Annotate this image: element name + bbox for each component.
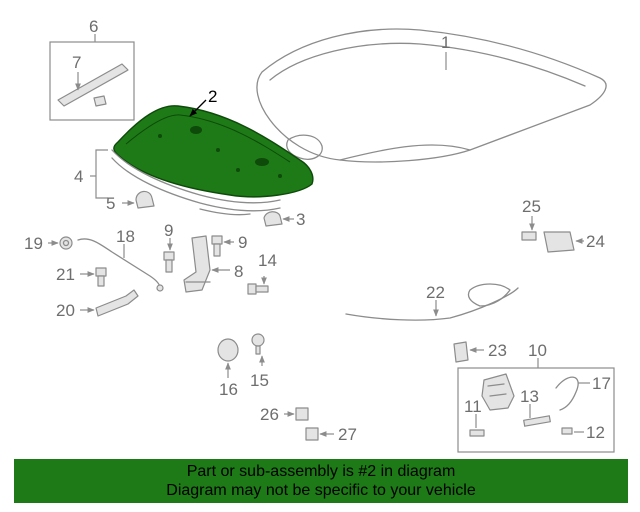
part-20-bracket[interactable] [95,289,139,317]
part-12-clip[interactable] [561,427,573,435]
part-21-bolt[interactable] [95,267,107,287]
callout-15: 15 [250,371,269,390]
callout-6: 6 [89,17,98,36]
callout-4: 4 [74,167,83,186]
part-14-bolt[interactable] [247,283,269,295]
callout-16: 16 [219,380,238,399]
part-24-striker[interactable] [543,231,575,253]
callout-7: 7 [72,53,81,72]
callout-9b: 9 [238,233,247,252]
part-15-clip[interactable] [251,333,265,355]
callout-25: 25 [522,197,541,216]
part-9-bolt-a[interactable] [163,251,175,273]
callout-27: 27 [338,425,357,444]
part-5-bumper[interactable] [135,190,155,209]
callout-24: 24 [586,232,605,251]
part-17-cable[interactable] [555,376,579,411]
part-7-weatherstrip[interactable] [57,63,129,107]
callout-13: 13 [520,387,539,406]
parts-diagram: 1 2 3 4 5 6 7 [24,17,615,453]
hood-panel[interactable] [256,28,607,163]
callout-26: 26 [260,405,279,424]
callout-10: 10 [528,341,547,360]
callout-17: 17 [592,374,611,393]
part-6-group-box [49,41,135,121]
callout-20: 20 [56,301,75,320]
banner-line-disclaimer: Diagram may not be specific to your vehi… [166,482,476,499]
part-10-group-box [457,367,615,453]
callout-18: 18 [116,227,135,246]
callout-1: 1 [441,33,450,52]
part-25-bolt[interactable] [521,231,537,241]
callout-19: 19 [24,234,43,253]
callout-21: 21 [56,265,75,284]
part-23-clip[interactable] [453,341,469,363]
part-13-rod[interactable] [523,415,551,427]
part-9-bolt-b[interactable] [211,235,223,257]
leader-4 [95,149,108,199]
leader-2 [189,99,207,117]
part-4-seal[interactable] [111,149,281,216]
callout-3: 3 [296,210,305,229]
callout-12: 12 [586,423,605,442]
banner-line-part-info: Part or sub-assembly is #2 in diagram [186,463,456,480]
part-10-latch[interactable] [481,373,515,411]
part-19-grommet[interactable] [59,236,73,250]
part-27-bumper[interactable] [305,427,319,441]
callout-11: 11 [464,397,482,416]
highlight-notice-banner: Part or sub-assembly is #2 in diagram Di… [14,459,628,503]
callout-8: 8 [234,262,243,281]
callout-22: 22 [426,283,445,302]
callout-23: 23 [488,341,507,360]
part-18-prop-rod[interactable] [77,238,164,292]
part-11-bolt[interactable] [469,429,485,437]
part-8-hinge[interactable] [183,235,211,293]
callout-14: 14 [258,251,277,270]
hood-insulator-part-2[interactable] [113,105,314,198]
callout-9a: 9 [164,221,173,240]
callout-5: 5 [106,194,115,213]
part-22-release-cable[interactable] [345,283,519,321]
callout-2: 2 [208,87,217,106]
part-3-clip[interactable] [263,211,283,227]
part-16-cap[interactable] [217,338,239,362]
part-26-nut[interactable] [295,407,309,421]
